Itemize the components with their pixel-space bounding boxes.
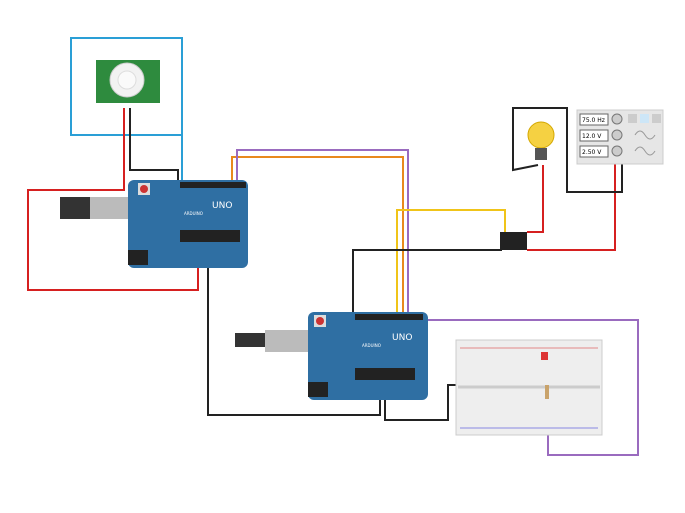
light-bulb[interactable] — [527, 121, 555, 160]
arduino-model-label: UNO — [392, 333, 412, 343]
wire-black-gen[interactable] — [512, 107, 623, 193]
wire-black-ground[interactable] — [207, 265, 381, 416]
wire-red-bulb[interactable] — [527, 165, 544, 233]
sine-wave-icon — [634, 130, 656, 140]
wire-red-pir[interactable] — [27, 108, 199, 291]
waveform-square-button[interactable] — [628, 114, 637, 123]
sine-wave-icon — [634, 146, 656, 156]
wire-black-pir[interactable] — [129, 108, 179, 185]
resistor[interactable] — [545, 385, 549, 399]
led[interactable] — [541, 352, 548, 360]
amplitude-knob[interactable] — [611, 129, 623, 141]
frequency-display: 75.0 Hz — [582, 117, 605, 124]
function-generator[interactable]: 75.0 Hz 12.0 V 2.50 V — [576, 109, 664, 165]
wire-orange[interactable] — [231, 156, 404, 318]
arduino-uno-1[interactable]: ARDUINO UNO — [60, 180, 248, 268]
wire-yellow[interactable] — [396, 209, 506, 318]
offset-display: 2.50 V — [582, 149, 602, 156]
wire-purple-top[interactable] — [236, 149, 409, 318]
wire-black-relay[interactable] — [352, 249, 502, 318]
breadboard[interactable] — [455, 339, 603, 436]
arduino-uno-2[interactable]: ARDUINO UNO — [235, 312, 428, 400]
arduino-brand-label: ARDUINO — [184, 211, 203, 216]
arduino-model-label: UNO — [212, 201, 232, 211]
pir-sensor[interactable] — [96, 60, 160, 103]
waveform-triangle-button[interactable] — [652, 114, 661, 123]
wire-blue[interactable] — [70, 37, 183, 185]
amplitude-display: 12.0 V — [582, 133, 602, 140]
offset-knob[interactable] — [611, 145, 623, 157]
wire-red-gen[interactable] — [527, 160, 616, 251]
waveform-sine-button[interactable] — [640, 114, 649, 123]
relay[interactable] — [500, 232, 527, 250]
arduino-brand-label: ARDUINO — [362, 343, 381, 348]
frequency-knob[interactable] — [611, 113, 623, 125]
